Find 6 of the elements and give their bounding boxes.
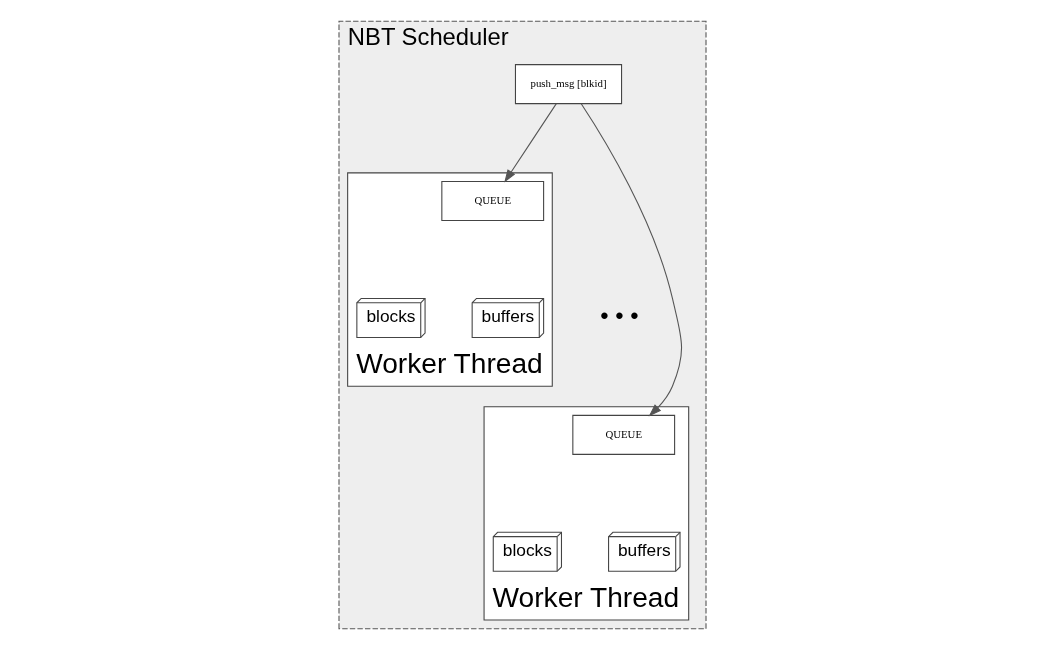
node-box: push_msg [blkid] xyxy=(514,64,623,105)
label: • • • xyxy=(600,302,639,330)
arrow xyxy=(504,103,557,183)
arrow xyxy=(580,103,683,417)
node-box: QUEUE xyxy=(441,181,545,222)
node-box: QUEUE xyxy=(572,414,676,455)
